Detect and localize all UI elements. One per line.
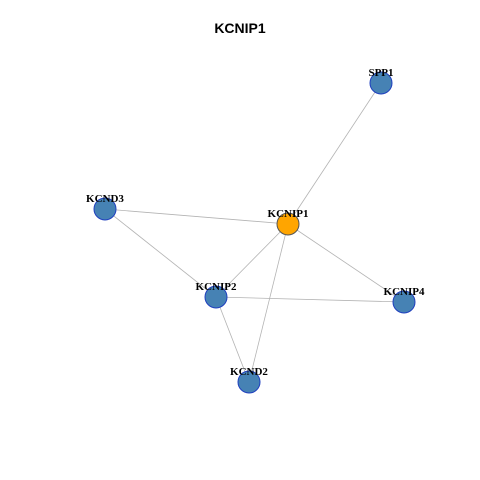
edge-kcnip2-kcnd2 [215, 296, 250, 383]
node-kcnip2 [204, 285, 228, 309]
node-label-kcnip1: KCNIP1 [268, 208, 309, 220]
node-spp1 [369, 71, 393, 95]
edge-kcnd3-kcnip2 [104, 208, 217, 298]
edge-kcnip1-kcnip2 [215, 223, 289, 298]
node-kcnip1 [276, 212, 300, 236]
node-label-kcnip4: KCNIP4 [384, 286, 425, 298]
node-label-kcnip2: KCNIP2 [196, 281, 237, 293]
edge-kcnip1-kcnip4 [287, 223, 405, 303]
edge-kcnip1-spp1 [287, 82, 382, 225]
node-kcnd2 [237, 370, 261, 394]
nodes-layer [93, 71, 416, 394]
node-label-spp1: SPP1 [368, 67, 393, 79]
node-kcnd3 [93, 197, 117, 221]
edge-kcnip2-kcnip4 [215, 296, 405, 303]
edge-kcnip1-kcnd2 [248, 223, 289, 383]
node-label-kcnd2: KCND2 [230, 366, 268, 378]
node-kcnip4 [392, 290, 416, 314]
node-label-kcnd3: KCND3 [86, 193, 124, 205]
edge-kcnip1-kcnd3 [104, 208, 289, 225]
edges-layer [104, 82, 405, 383]
graph-title: KCNIP1 [214, 20, 266, 36]
